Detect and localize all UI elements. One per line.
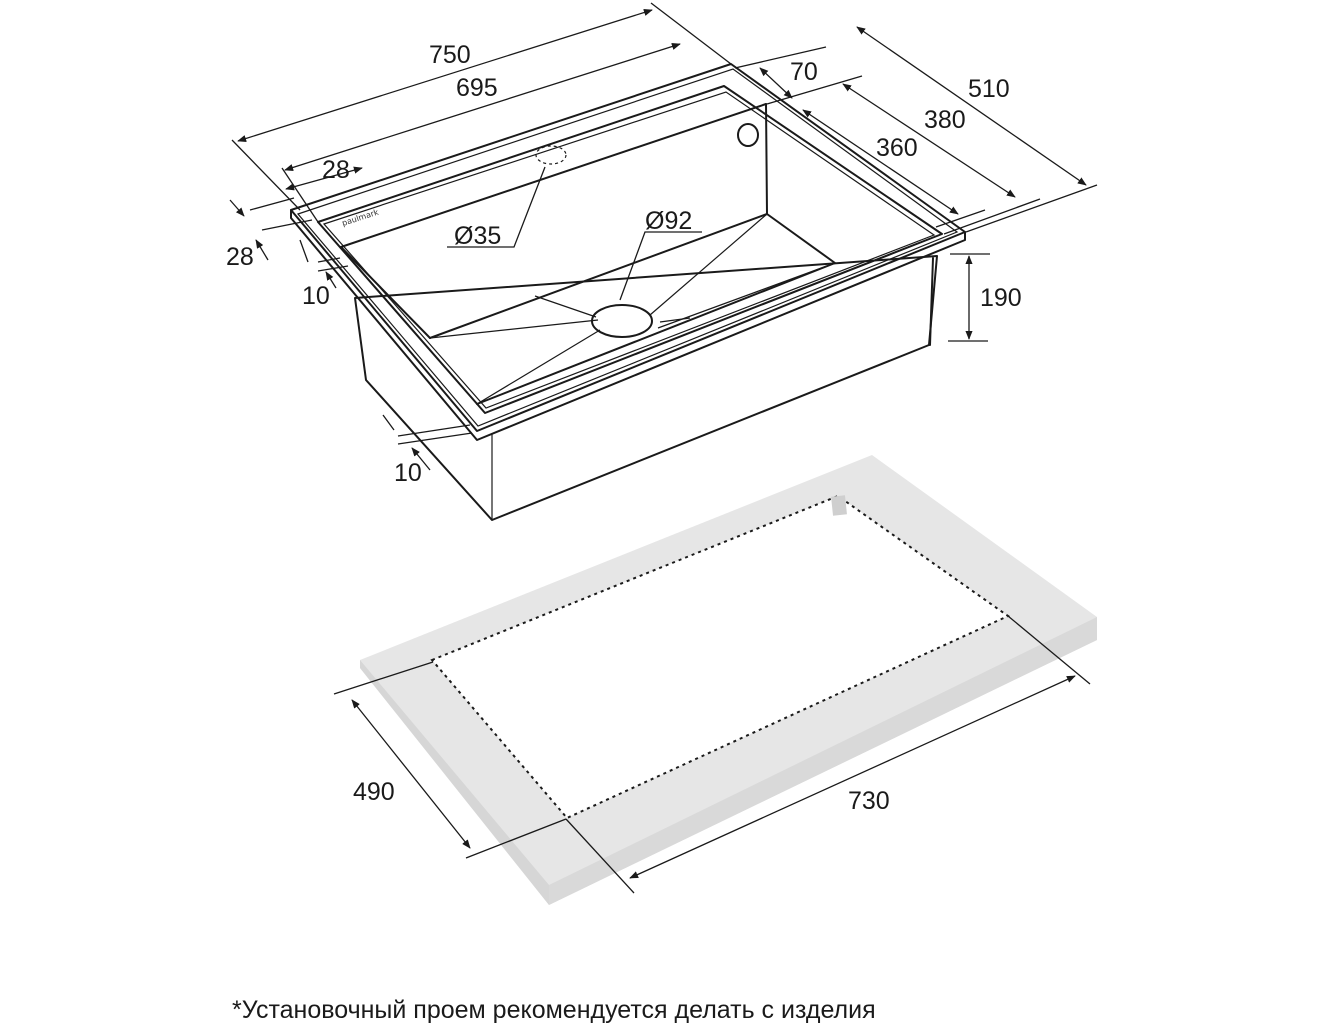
countertop-slab: [360, 455, 1097, 905]
tap-hole: [535, 145, 567, 165]
label-190: 190: [980, 284, 1022, 312]
overflow-hole: [737, 123, 759, 147]
countertop-cutout-diagram: [360, 455, 1097, 905]
tap-hole-leader: [447, 166, 546, 248]
label-360: 360: [876, 134, 918, 162]
label-490: 490: [353, 778, 395, 806]
label-tap-hole: Ø35: [454, 222, 501, 250]
dim-750-line: [237, 9, 653, 142]
dim-730-line: [629, 675, 1076, 879]
sink-diagram: paulmark: [290, 63, 966, 521]
label-drain: Ø92: [645, 207, 692, 235]
dimension-labels: 750 695 28 70 510 380 360 28 10 10 190 Ø…: [226, 41, 1022, 815]
label-28-top: 28: [322, 156, 350, 184]
label-750: 750: [429, 41, 471, 69]
brand-logo: paulmark: [341, 208, 380, 228]
sink-bowl-bottom: [429, 213, 836, 405]
dim-490-line: [351, 699, 471, 849]
dim-695-line: [284, 43, 681, 171]
label-70: 70: [790, 58, 818, 86]
label-28-left: 28: [226, 243, 254, 271]
dim-10-lower-line: [411, 447, 431, 471]
label-10-upper: 10: [302, 282, 330, 310]
label-510: 510: [968, 75, 1010, 103]
drain-channel-lines: [429, 213, 836, 405]
label-730: 730: [848, 787, 890, 815]
label-380: 380: [924, 106, 966, 134]
sink-rim-thickness: [290, 209, 966, 441]
installation-footnote: *Установочный проем рекомендуется делать…: [232, 996, 876, 1024]
countertop-right-face: [549, 617, 1097, 905]
sink-bowl-body: [354, 255, 938, 521]
dim-70-line: [759, 67, 793, 99]
cutout-inner-edge: [831, 495, 847, 516]
drain-hole: [591, 304, 653, 338]
sink-rear-ledge-line: [340, 103, 767, 248]
dim-28-top-line: [285, 166, 363, 191]
dim-28-left-line: [229, 199, 245, 217]
sink-dimension-lines: [229, 2, 1098, 471]
dim-10-upper-line: [325, 271, 337, 289]
dim-360-line: [802, 109, 959, 215]
cutout-dimension-lines: [333, 615, 1091, 894]
drain-leader: [619, 231, 702, 301]
label-695: 695: [456, 74, 498, 102]
label-10-lower: 10: [394, 459, 422, 487]
